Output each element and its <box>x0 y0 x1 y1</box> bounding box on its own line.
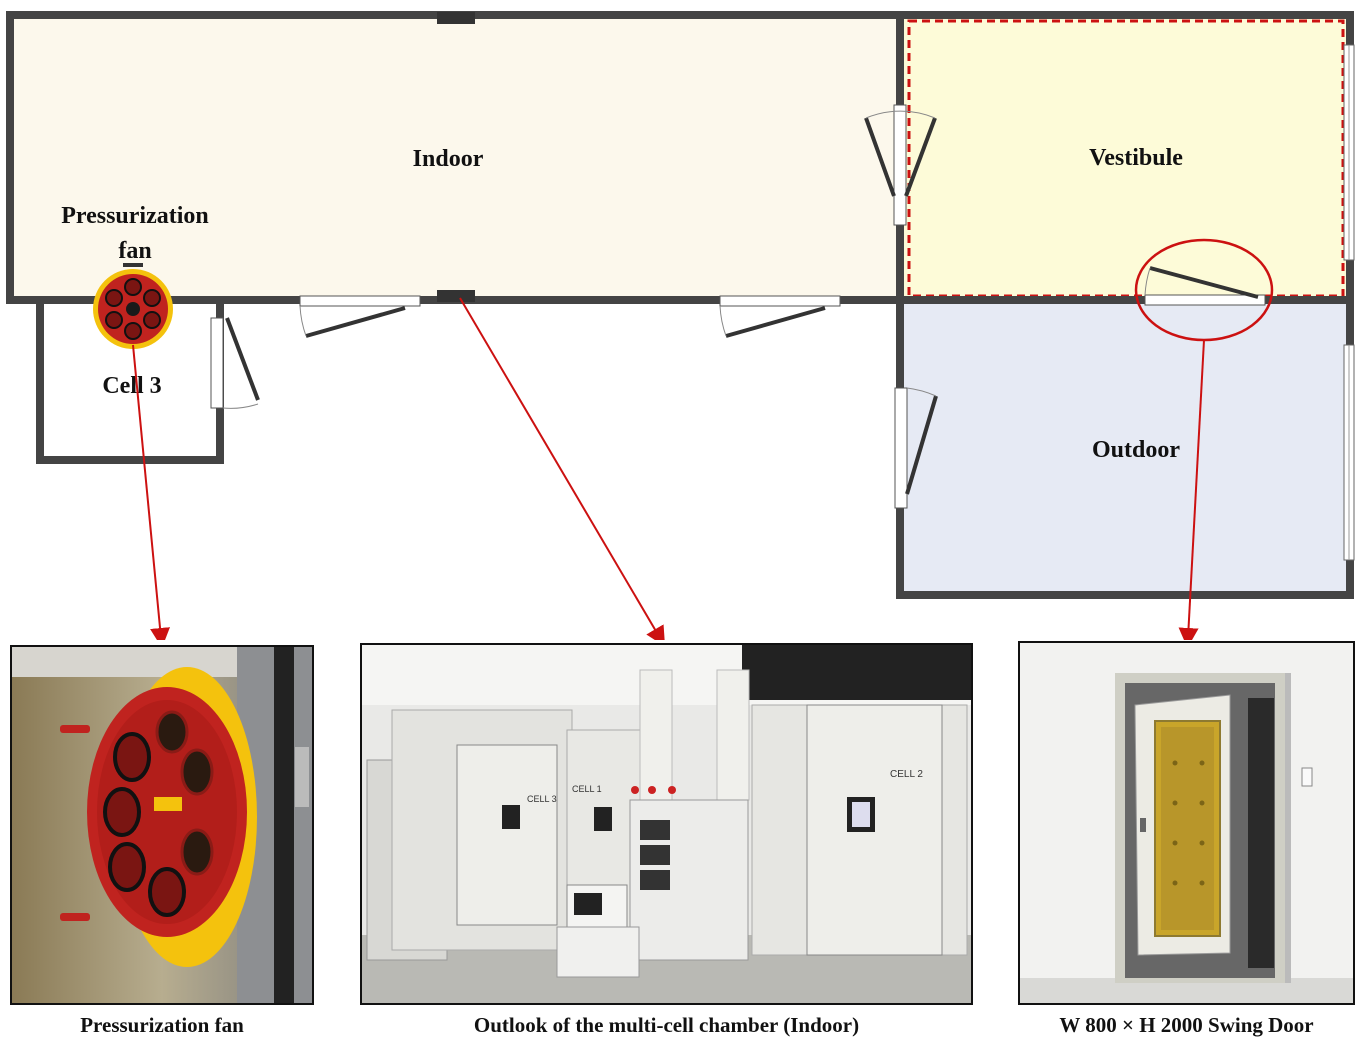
cell3-label: Cell 3 <box>102 373 161 399</box>
arrow-to-door-photo <box>1178 339 1205 640</box>
door-photo-caption: W 800 × H 2000 Swing Door <box>1059 1013 1314 1037</box>
pressurization-fan-icon <box>93 263 173 349</box>
door-cell3 <box>210 317 260 409</box>
indoor-label: Indoor <box>413 146 484 172</box>
chamber-photo: CELL 3 CELL 1 CELL 2 <box>360 643 973 1005</box>
door-vestibule-outdoor <box>1144 266 1266 306</box>
vestibule-label: Vestibule <box>1089 145 1183 171</box>
vestibule-room <box>896 11 1354 304</box>
wall-stub-top <box>437 12 475 24</box>
outdoor-label: Outdoor <box>1092 437 1180 463</box>
fan-photo-caption: Pressurization fan <box>80 1013 244 1037</box>
indoor-room <box>6 11 904 304</box>
door-indoor-south-2 <box>719 295 841 338</box>
arrow-to-chamber-photo <box>459 297 666 640</box>
wall-stub-bottom <box>437 290 475 302</box>
fan-photo <box>10 645 314 1005</box>
door-outdoor-west <box>894 387 938 509</box>
door-photo <box>1018 641 1355 1005</box>
chamber-photo-caption: Outlook of the multi-cell chamber (Indoo… <box>473 1013 860 1037</box>
fan-label-line2: fan <box>118 238 151 264</box>
chamber-cell2-label: CELL 2 <box>890 769 923 780</box>
fan-label-line1: Pressurization <box>61 203 209 229</box>
arrow-to-fan-photo <box>132 344 171 640</box>
chamber-cell1-label: CELL 1 <box>572 784 602 794</box>
door-indoor-south-1 <box>299 295 421 338</box>
floor-plan: Indoor Vestibule Outdoor Cell 3 Pressuri… <box>6 11 1355 640</box>
chamber-cell3-label: CELL 3 <box>527 794 557 804</box>
door-indoor-vestibule <box>864 104 937 226</box>
